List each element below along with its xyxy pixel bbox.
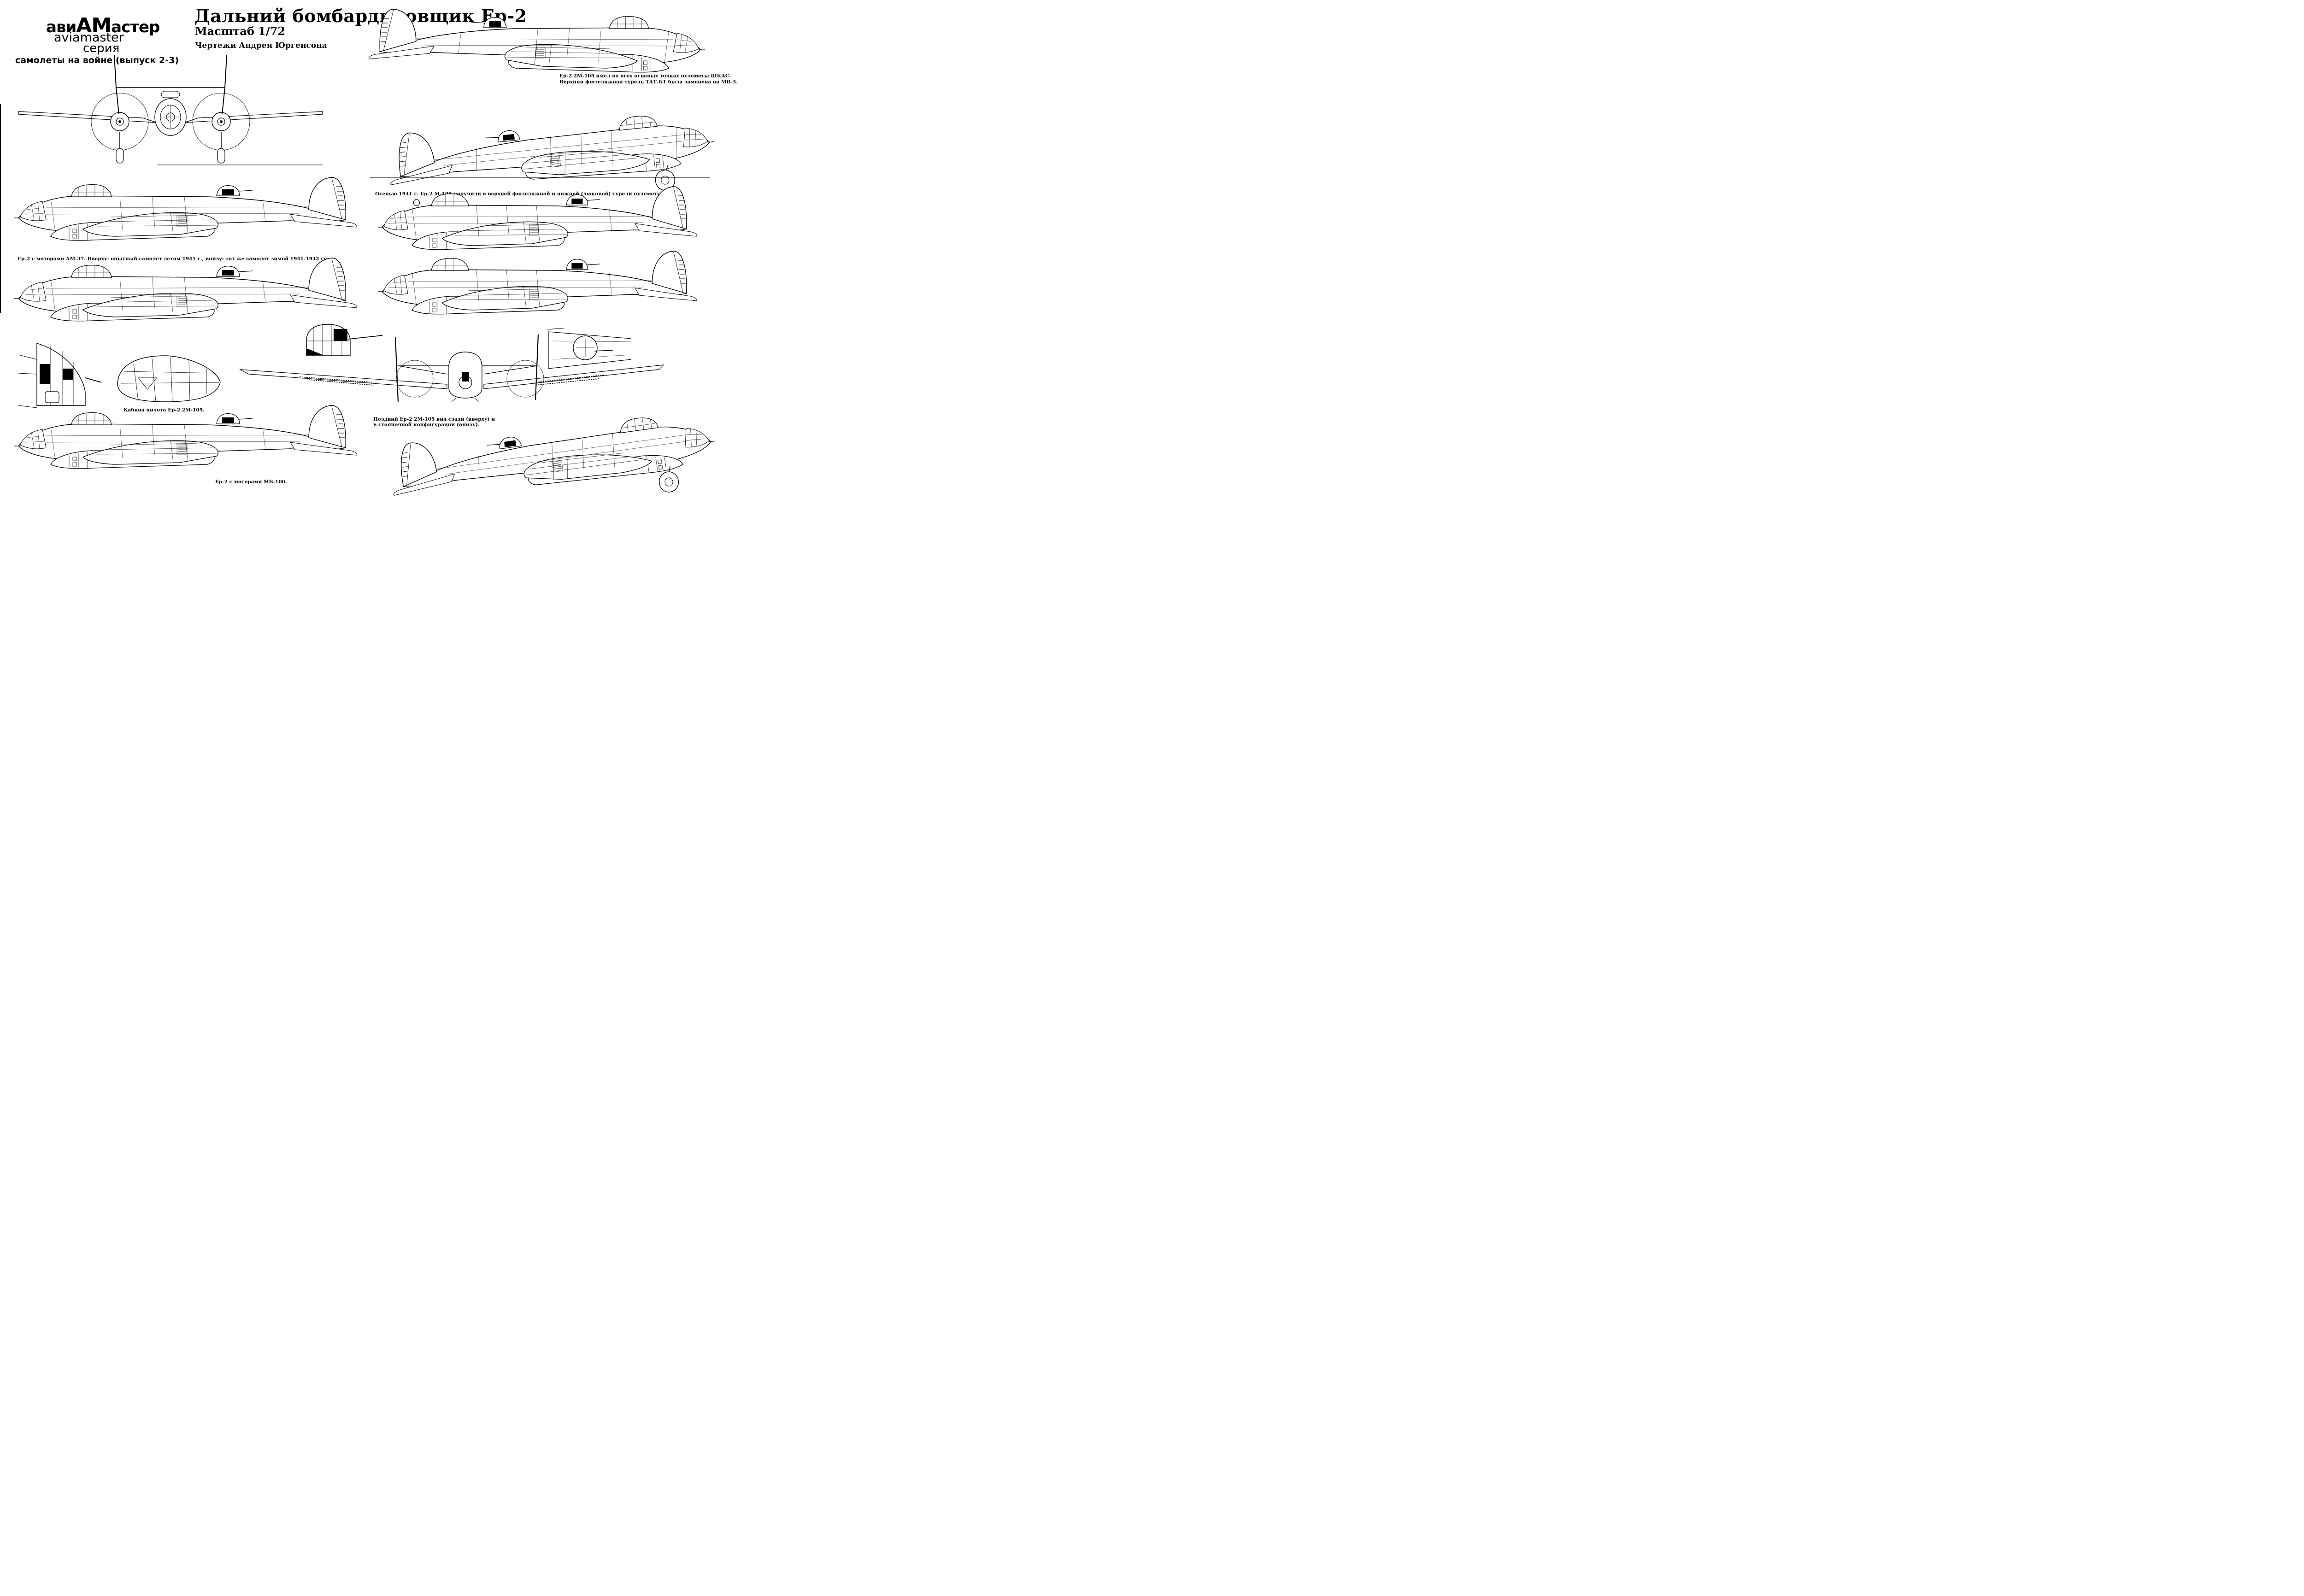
side-view-autumn-1941 [377,186,697,250]
drawings-layer [0,9,719,500]
caption-late-2: в стояночной конфигурации (внизу). [373,422,480,428]
side-view-am37-summer [13,177,358,241]
nose-detail-drawing [18,343,101,408]
cockpit-canopy-drawing [118,356,220,402]
side-view-2m105 [377,251,697,315]
side-view-parked-upper [385,101,717,219]
caption-top-right-2: Верхняя фюзеляжная турель ТАТ-БТ была за… [559,79,738,85]
side-view-top-right [368,9,705,73]
logo-aster: астер [111,18,160,36]
logo-wordmark: авиАМастер [46,14,160,37]
logo-avi: ави [46,18,76,36]
author-label: Чертежи Андрея Юргенсона [195,41,327,50]
logo-series: серия [83,41,120,55]
logo-subtitle: самолеты на войне (выпуск 2-3) [15,55,179,65]
caption-mb100: Ер-2 с моторами МБ-100. [215,479,287,485]
page-title: Дальний бомбардировщик Ер-2 [194,6,527,26]
scale-label: Масштаб 1/72 [195,24,286,38]
caption-top-right-1: Ер-2 2М-105 имел во всех огневых точках … [559,73,731,79]
side-view-am37-winter [13,258,358,322]
side-view-mb100 [13,405,358,469]
logo-am: АМ [76,14,112,37]
rear-view-drawing [240,334,664,402]
caption-cockpit: Кабина пилота Ер-2 2М-105. [123,407,205,413]
wing-detail-drawing [547,328,631,369]
caption-late-1: Поздний Ер-2 2М-105 вид сзади (вверху) и [373,417,495,422]
front-view-drawing [18,55,323,164]
turret-closeup [306,324,382,356]
side-view-parked-lower [387,400,719,500]
logo-latin: aviamaster [54,30,124,45]
caption-am37: Ер-2 с моторами АМ-37. Вверху: опытный с… [18,256,329,262]
